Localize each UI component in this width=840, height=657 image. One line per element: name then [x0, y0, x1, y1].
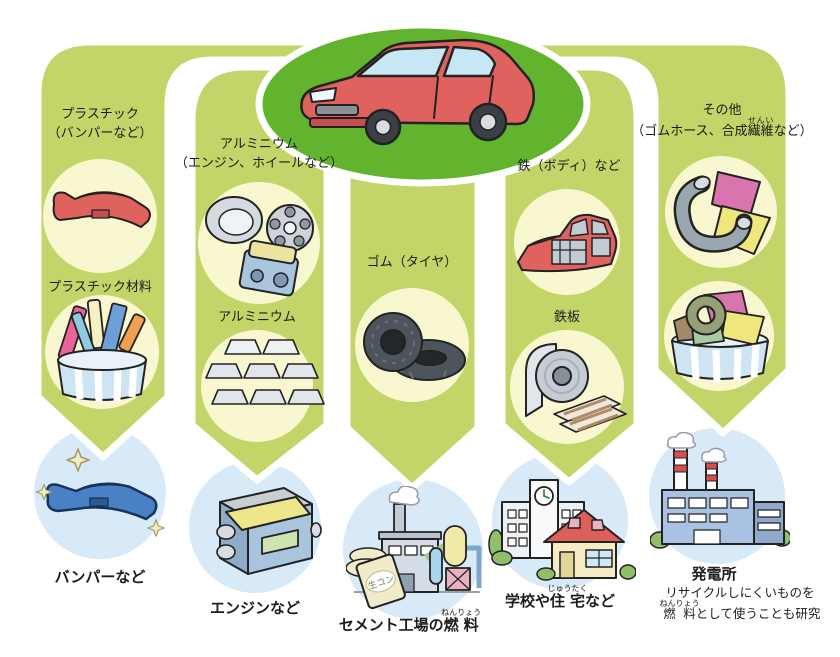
red-bumper-illustration: [52, 191, 151, 228]
plastic-result-label: バンパーなど: [54, 568, 146, 586]
aluminum-result-label: エンジンなど: [209, 599, 301, 617]
cement-factory-illustration: 生コン: [346, 486, 482, 610]
rubber-result-label: セメント工場の燃料ねんりょう: [338, 608, 482, 634]
headlight: [309, 87, 337, 103]
school-house-illustration: [488, 479, 636, 581]
steel-roll-plates-illustration: [525, 343, 627, 433]
recycled-blue-bumper-illustration: [35, 448, 165, 537]
other-result-label: 発電所: [691, 565, 737, 583]
iron-mid-label: 鉄板: [553, 310, 581, 325]
side-window: [442, 45, 497, 78]
aluminum-title: アルミニウム （エンジン、ホイールなど）: [174, 137, 344, 171]
windshield: [356, 45, 450, 78]
other-title: その他 （ゴムホース、合成繊維せんいなど）: [631, 103, 813, 139]
other-result-note: リサイクルしにくいものを 燃料ねんりょうとして使うことも研究: [659, 585, 821, 621]
scrap-tub-illustration: [671, 290, 769, 383]
iron-title: 鉄（ボディ）など: [517, 159, 621, 174]
aluminum-ingots-illustration: [205, 339, 325, 405]
iron-result-label: 学校や住宅じゅうたくなど: [504, 584, 616, 610]
hose-fabric-illustration: [673, 171, 771, 255]
aluminum-mid-label: アルミニウム: [218, 310, 296, 325]
power-plant-illustration: [650, 432, 790, 549]
plastic-mid-label: プラスチック材料: [48, 280, 152, 295]
car-body-shell-illustration: [517, 213, 618, 273]
red-car-illustration: [300, 38, 536, 146]
plastic-scrap-tub-illustration: [57, 298, 147, 403]
tires-illustration: [363, 312, 466, 381]
aluminum-parts-illustration: [205, 196, 314, 297]
rebuilt-engine-illustration: [216, 487, 322, 575]
plastic-title: プラスチック （バンパーなど）: [47, 107, 153, 141]
rubber-title: ゴム（タイヤ）: [366, 255, 458, 270]
grille: [315, 104, 359, 116]
